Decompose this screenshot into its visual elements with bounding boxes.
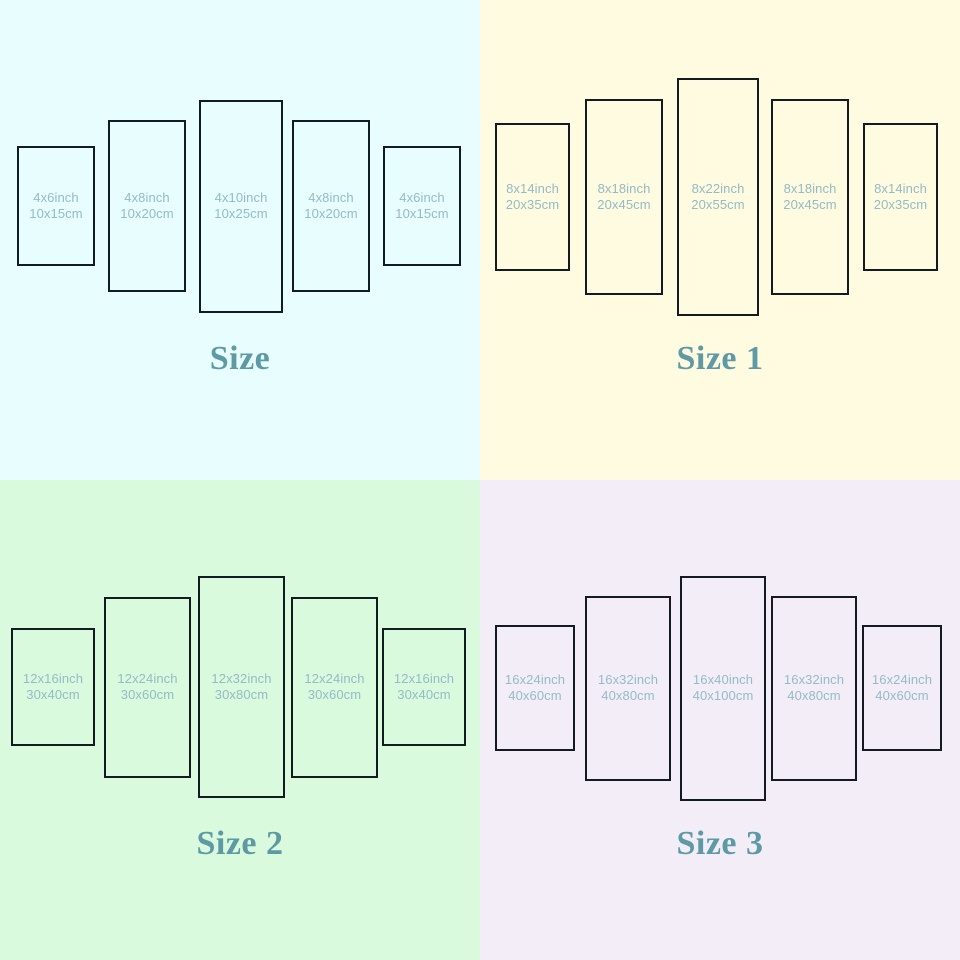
panel-size-inches: 8x18inch	[597, 181, 651, 197]
panel-size-inches: 8x22inch	[691, 181, 745, 197]
size-option-title: Size 1	[676, 340, 764, 377]
size-option-title: Size 3	[676, 825, 764, 862]
panel-size-inches: 16x40inch	[692, 672, 754, 688]
panel-size-centimeters: 40x60cm	[508, 688, 562, 703]
panel-size-centimeters: 10x15cm	[29, 206, 83, 221]
panel-size-centimeters: 30x80cm	[214, 687, 269, 702]
panel-size-centimeters: 40x80cm	[601, 688, 655, 703]
panel-size-centimeters: 20x35cm	[505, 197, 560, 212]
panel-size-centimeters: 10x20cm	[120, 206, 174, 221]
panel-size-centimeters: 30x40cm	[397, 687, 451, 702]
panel-size-centimeters: 30x60cm	[120, 687, 175, 702]
size-option-title: Size	[209, 340, 271, 377]
panel-size-inches: 12x32inch	[211, 671, 272, 687]
size-option-title: Size 2	[196, 825, 284, 862]
panel-size-inches: 4x10inch	[214, 190, 268, 206]
panel-size-inches: 4x8inch	[308, 190, 354, 206]
panel-size-inches: 12x16inch	[22, 671, 84, 687]
panel-size-inches: 12x24inch	[117, 671, 178, 687]
panel-size-inches: 12x16inch	[393, 671, 455, 687]
panel-size-centimeters: 10x20cm	[304, 206, 358, 221]
panel-size-centimeters: 30x40cm	[26, 687, 80, 702]
panel-size-inches: 8x18inch	[783, 181, 837, 197]
panel-size-centimeters: 40x100cm	[692, 688, 754, 703]
panel-size-inches: 16x32inch	[597, 672, 659, 688]
panel-size-inches: 4x6inch	[399, 190, 445, 206]
panel-size-inches: 16x32inch	[783, 672, 845, 688]
panel-size-inches: 12x24inch	[304, 671, 365, 687]
panel-size-centimeters: 20x55cm	[691, 197, 745, 212]
panel-size-inches: 16x24inch	[504, 672, 566, 688]
panel-size-inches: 4x6inch	[33, 190, 79, 206]
panel-size-centimeters: 30x60cm	[307, 687, 362, 702]
panel-size-inches: 8x14inch	[874, 181, 927, 197]
panel-size-centimeters: 10x15cm	[395, 206, 449, 221]
panel-size-centimeters: 20x45cm	[597, 197, 651, 212]
panel-size-inches: 8x14inch	[506, 181, 559, 197]
panel-size-centimeters: 10x25cm	[214, 206, 268, 221]
panel-size-inches: 16x24inch	[871, 672, 933, 688]
panel-size-centimeters: 20x35cm	[873, 197, 928, 212]
panel-size-centimeters: 40x60cm	[875, 688, 929, 703]
panel-size-centimeters: 20x45cm	[783, 197, 837, 212]
panel-size-inches: 4x8inch	[124, 190, 170, 206]
panel-size-centimeters: 40x80cm	[787, 688, 841, 703]
